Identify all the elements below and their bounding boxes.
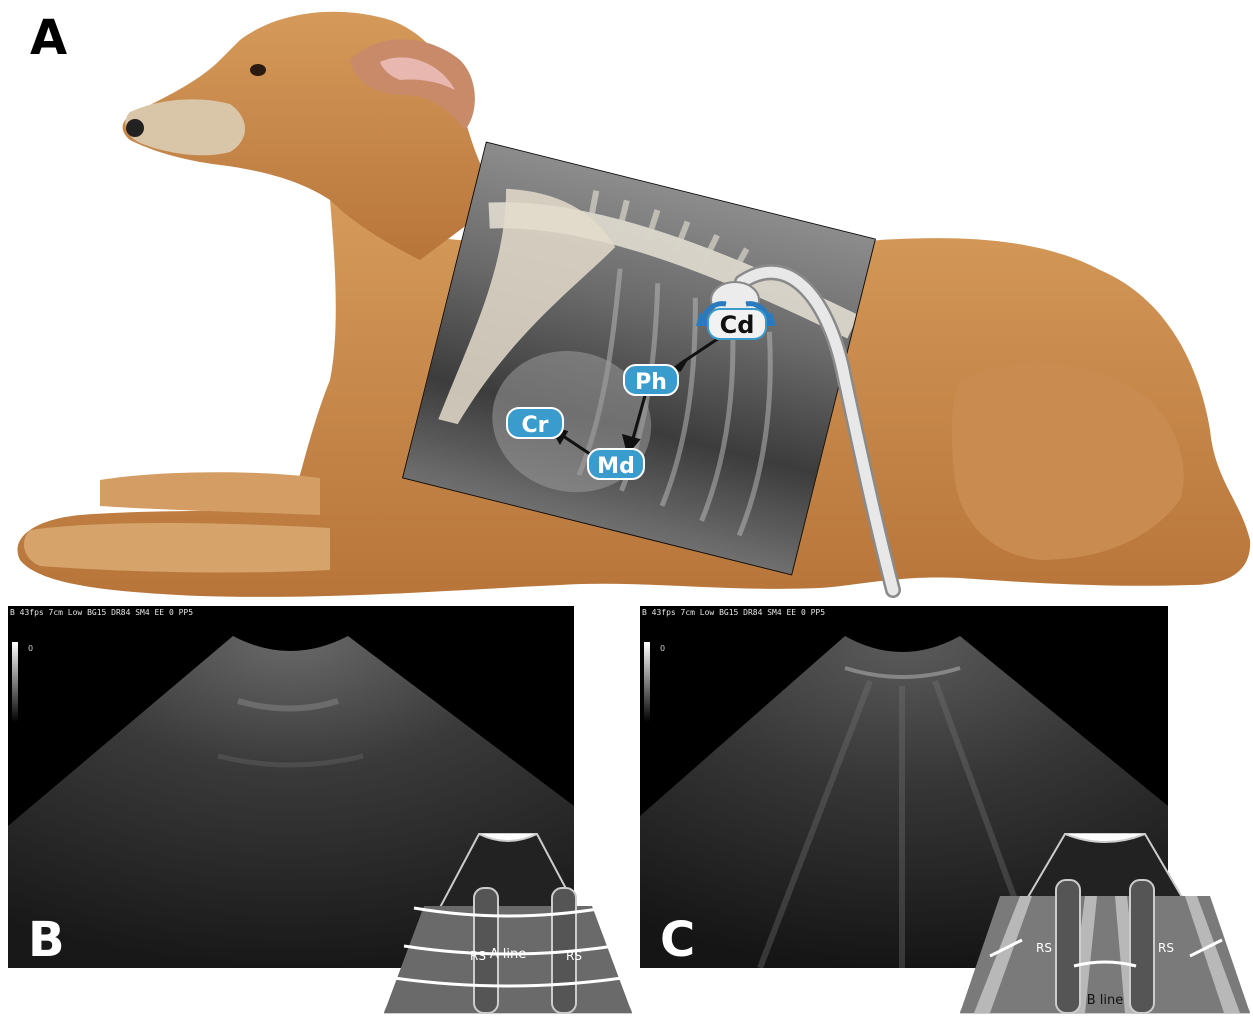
schematic-b-lines: RS RS B line (960, 828, 1250, 1018)
badge-cd-label: Cd (720, 311, 755, 339)
schematic-c-artifact-label: B line (1087, 993, 1124, 1008)
badge-cr: Cr (507, 408, 563, 438)
badge-cr-label: Cr (522, 413, 549, 438)
schematic-a-lines: RS RS A line (384, 828, 632, 1018)
panel-a: Cd Ph Md Cr A (0, 0, 1253, 610)
panel-b-letter: B (28, 916, 65, 964)
badge-ph: Ph (624, 365, 678, 395)
panel-c-letter: C (660, 916, 695, 964)
badge-cd: Cd (708, 309, 766, 339)
schematic-b-rs-left: RS (470, 949, 486, 963)
badge-md: Md (588, 449, 644, 479)
schematic-b-rs-right: RS (566, 949, 582, 963)
panel-a-letter: A (30, 14, 67, 62)
badge-md-label: Md (597, 454, 635, 479)
badge-ph-label: Ph (635, 370, 667, 395)
schematic-c-rs-left: RS (1036, 941, 1052, 955)
schematic-b-artifact-label: A line (490, 947, 527, 962)
schematic-c-rs-right: RS (1158, 941, 1174, 955)
